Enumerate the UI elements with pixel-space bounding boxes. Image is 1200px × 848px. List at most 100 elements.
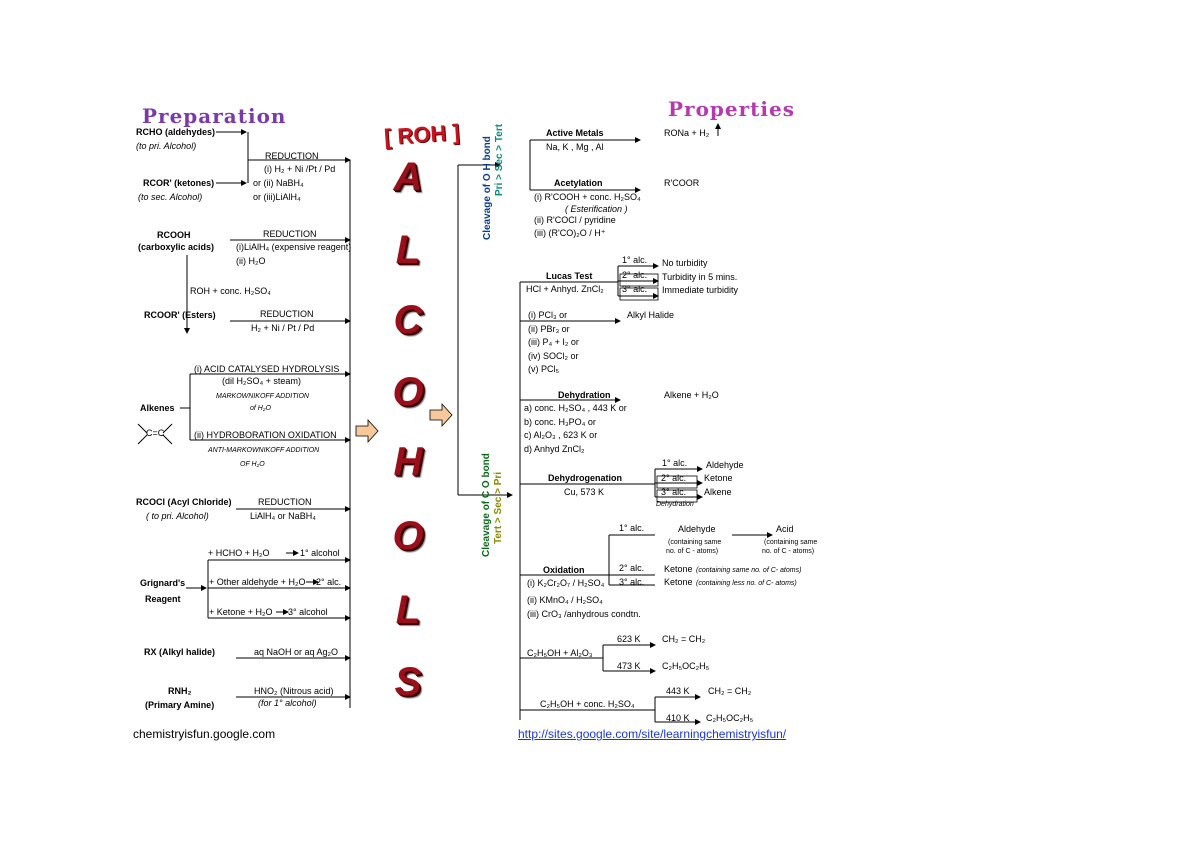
lucas-result-3: Immediate turbidity	[662, 285, 739, 295]
grignard-1: + HCHO + H₂O	[208, 548, 270, 558]
lucas-test-title: Lucas Test	[546, 271, 593, 281]
h2so4-product-2: C₂H₅OC₂H₅	[706, 713, 754, 723]
al2o3-temp-2: 473 K	[617, 661, 641, 671]
reduction-1-title: REDUCTION	[265, 151, 319, 161]
halide-reagent-2: (ii) PBr₃ or	[528, 324, 570, 334]
alcohols-letter-l: L	[395, 228, 421, 272]
reduction-1-line3: or (iii)LiAlH₄	[253, 192, 301, 202]
rnh2-sub: (Primary Amine)	[145, 700, 215, 710]
reduction-2-title: REDUCTION	[263, 229, 317, 239]
alcohols-letter-o: O	[392, 370, 424, 414]
dehydration-line2: b) conc. H₃PO₄ or	[524, 417, 596, 427]
dehydrogenation-1-alc: 1° alc.	[662, 458, 688, 468]
grignard-2-result: 2° alc.	[316, 577, 342, 587]
dehydration-line3: c) Al₂O₃ , 623 K or	[524, 430, 598, 440]
dehydration-product: Alkene + H₂O	[664, 390, 719, 400]
acetylation-product: R'COOR	[664, 178, 700, 188]
hydroboration-note2: OF H₂O	[240, 461, 265, 468]
rnh2-label: RNH₂	[168, 686, 192, 696]
reduction-3-line1: H₂ + Ni / Pt / Pd	[251, 323, 315, 333]
lucas-3-alc: 3° alc.	[622, 284, 648, 294]
oxidation-ketone-2-note: (containing less no. of C- atoms)	[696, 580, 797, 587]
dehydration-title: Dehydration	[558, 390, 611, 400]
dehydrogenation-2-alc: 2° alc.	[661, 473, 687, 483]
rcooh-sub: (carboxylic acids)	[138, 242, 215, 252]
active-metals-product: RONa + H₂	[664, 128, 710, 138]
reduction-1-line1: (i) H₂ + Ni /Pt / Pd	[264, 164, 336, 174]
rcor-label: RCOR' (ketones)	[143, 178, 215, 188]
alkene-structure: C=C	[146, 428, 165, 438]
oxidation-acid-note1: (containing same	[764, 539, 818, 546]
oxidation-ketone-2: Ketone	[664, 577, 693, 587]
oxidation-aldehyde-note1: (containing same	[668, 539, 722, 546]
co-cleavage-order: Tert > Sec > Pri	[493, 471, 504, 544]
alcohols-letter-a: A	[393, 155, 423, 199]
alkenes-label: Alkenes	[140, 403, 175, 413]
alcohols-letter-l2: L	[395, 588, 421, 632]
al2o3-product-2: C₂H₅OC₂H₅	[662, 661, 710, 671]
grignard-1-result: 1° alcohol	[300, 548, 340, 558]
dehydrogenation-result-2: Ketone	[704, 473, 733, 483]
grignard-3: + Ketone + H₂O	[209, 607, 273, 617]
reduction-1-line2: or (ii) NaBH₄	[253, 178, 304, 188]
acetylation-line2: ( Esterification )	[565, 204, 628, 214]
footer-link[interactable]: http://sites.google.com/site/learningche…	[518, 727, 787, 741]
rx-reagent: aq NaOH or aq Ag₂O	[254, 647, 339, 657]
rnh2-reagent: HNO₂ (Nitrous acid)	[254, 686, 334, 696]
acetylation-line4: (iii) (R'CO)₂O / H⁺	[534, 228, 606, 238]
h2so4-reaction: C₂H₅OH + conc. H₂SO₄	[540, 699, 635, 709]
properties-title: Properties	[668, 97, 795, 121]
oxidation-line2: (ii) KMnO₄ / H₂SO₄	[527, 595, 603, 605]
footer-site: chemistryisfun.google.com	[133, 727, 276, 741]
active-metals-title: Active Metals	[546, 128, 604, 138]
lucas-test-reagent: HCl + Anhyd. ZnCl₂	[526, 284, 604, 294]
al2o3-temp-1: 623 K	[617, 634, 641, 644]
halide-reagent-4: (iv) SOCl₂ or	[528, 351, 579, 361]
oxidation-title: Oxidation	[543, 565, 585, 575]
oxidation-line1: (i) K₂Cr₂O₇ / H₂SO₄	[527, 578, 605, 588]
grignard-3-result: 3° alcohol	[288, 607, 328, 617]
oxidation-aldehyde-note2: no. of C - atoms)	[666, 548, 719, 555]
hydroboration-note1: ANTI-MARKOWNIKOFF ADDITION	[208, 447, 320, 454]
al2o3-reaction: C₂H₅OH + Al₂O₃	[527, 648, 593, 658]
rnh2-note: (for 1° alcohol)	[258, 698, 317, 708]
halide-reagent-3: (iii) P₄ + I₂ or	[528, 337, 579, 347]
lucas-result-2: Turbidity in 5 mins.	[662, 272, 738, 282]
hydroboration-title: (ii) HYDROBORATION OXIDATION	[194, 430, 337, 440]
dehydrogenation-note: Dehydration	[656, 501, 694, 508]
lucas-result-1: No turbidity	[662, 258, 708, 268]
acid-hydrolysis-note2: of H₂O	[250, 405, 271, 412]
lucas-2-alc: 2° alc.	[622, 270, 648, 280]
acetylation-title: Acetylation	[554, 178, 603, 188]
acetylation-line1: (i) R'COOH + conc. H₂SO₄	[534, 192, 641, 202]
dehydrogenation-title: Dehydrogenation	[548, 473, 623, 483]
rcocl-note: ( to pri. Alcohol)	[146, 511, 209, 521]
dehydrogenation-result-3: Alkene	[704, 487, 732, 497]
rcho-label: RCHO (aldehydes)	[136, 127, 216, 137]
preparation-title: Preparation	[142, 104, 287, 128]
rcho-note: (to pri. Alcohol)	[136, 141, 197, 151]
grignard-2: + Other aldehyde + H₂O	[209, 577, 306, 587]
halide-reagent-1: (i) PCl₃ or	[528, 310, 568, 320]
h2so4-product-1: CH₂ = CH₂	[708, 686, 752, 696]
dehydrogenation-result-1: Aldehyde	[706, 460, 744, 470]
dehydration-line4: d) Anhyd ZnCl₂	[524, 444, 585, 454]
reduction-2-line1: (i)LiAlH₄ (expensive reagent)	[236, 242, 352, 252]
oxidation-ketone-1-note: (containing same no. of C- atoms)	[696, 567, 802, 574]
acid-hydrolysis-line1: (dil H₂SO₄ + steam)	[222, 376, 301, 386]
oh-cleavage-label: Cleavage of O H bond	[482, 136, 493, 240]
co-cleavage-label: Cleavage of C O bond	[481, 453, 492, 557]
dehydrogenation-3-alc: 3° alc.	[661, 487, 687, 497]
oxidation-3-alc: 3° alc.	[619, 577, 645, 587]
reagent-label: Reagent	[145, 594, 181, 604]
rcooh-label: RCOOH	[157, 230, 191, 240]
active-metals-line1: Na, K , Mg , Al	[546, 142, 604, 152]
ester-step: ROH + conc. H₂SO₄	[190, 286, 271, 296]
acid-hydrolysis-title: (i) ACID CATALYSED HYDROLYSIS	[194, 364, 340, 374]
reduction-4-title: REDUCTION	[258, 497, 312, 507]
reduction-3-title: REDUCTION	[260, 309, 314, 319]
h2so4-temp-2: 410 K	[666, 713, 690, 723]
h2so4-temp-1: 443 K	[666, 686, 690, 696]
oxidation-1-alc: 1° alc.	[619, 523, 645, 533]
